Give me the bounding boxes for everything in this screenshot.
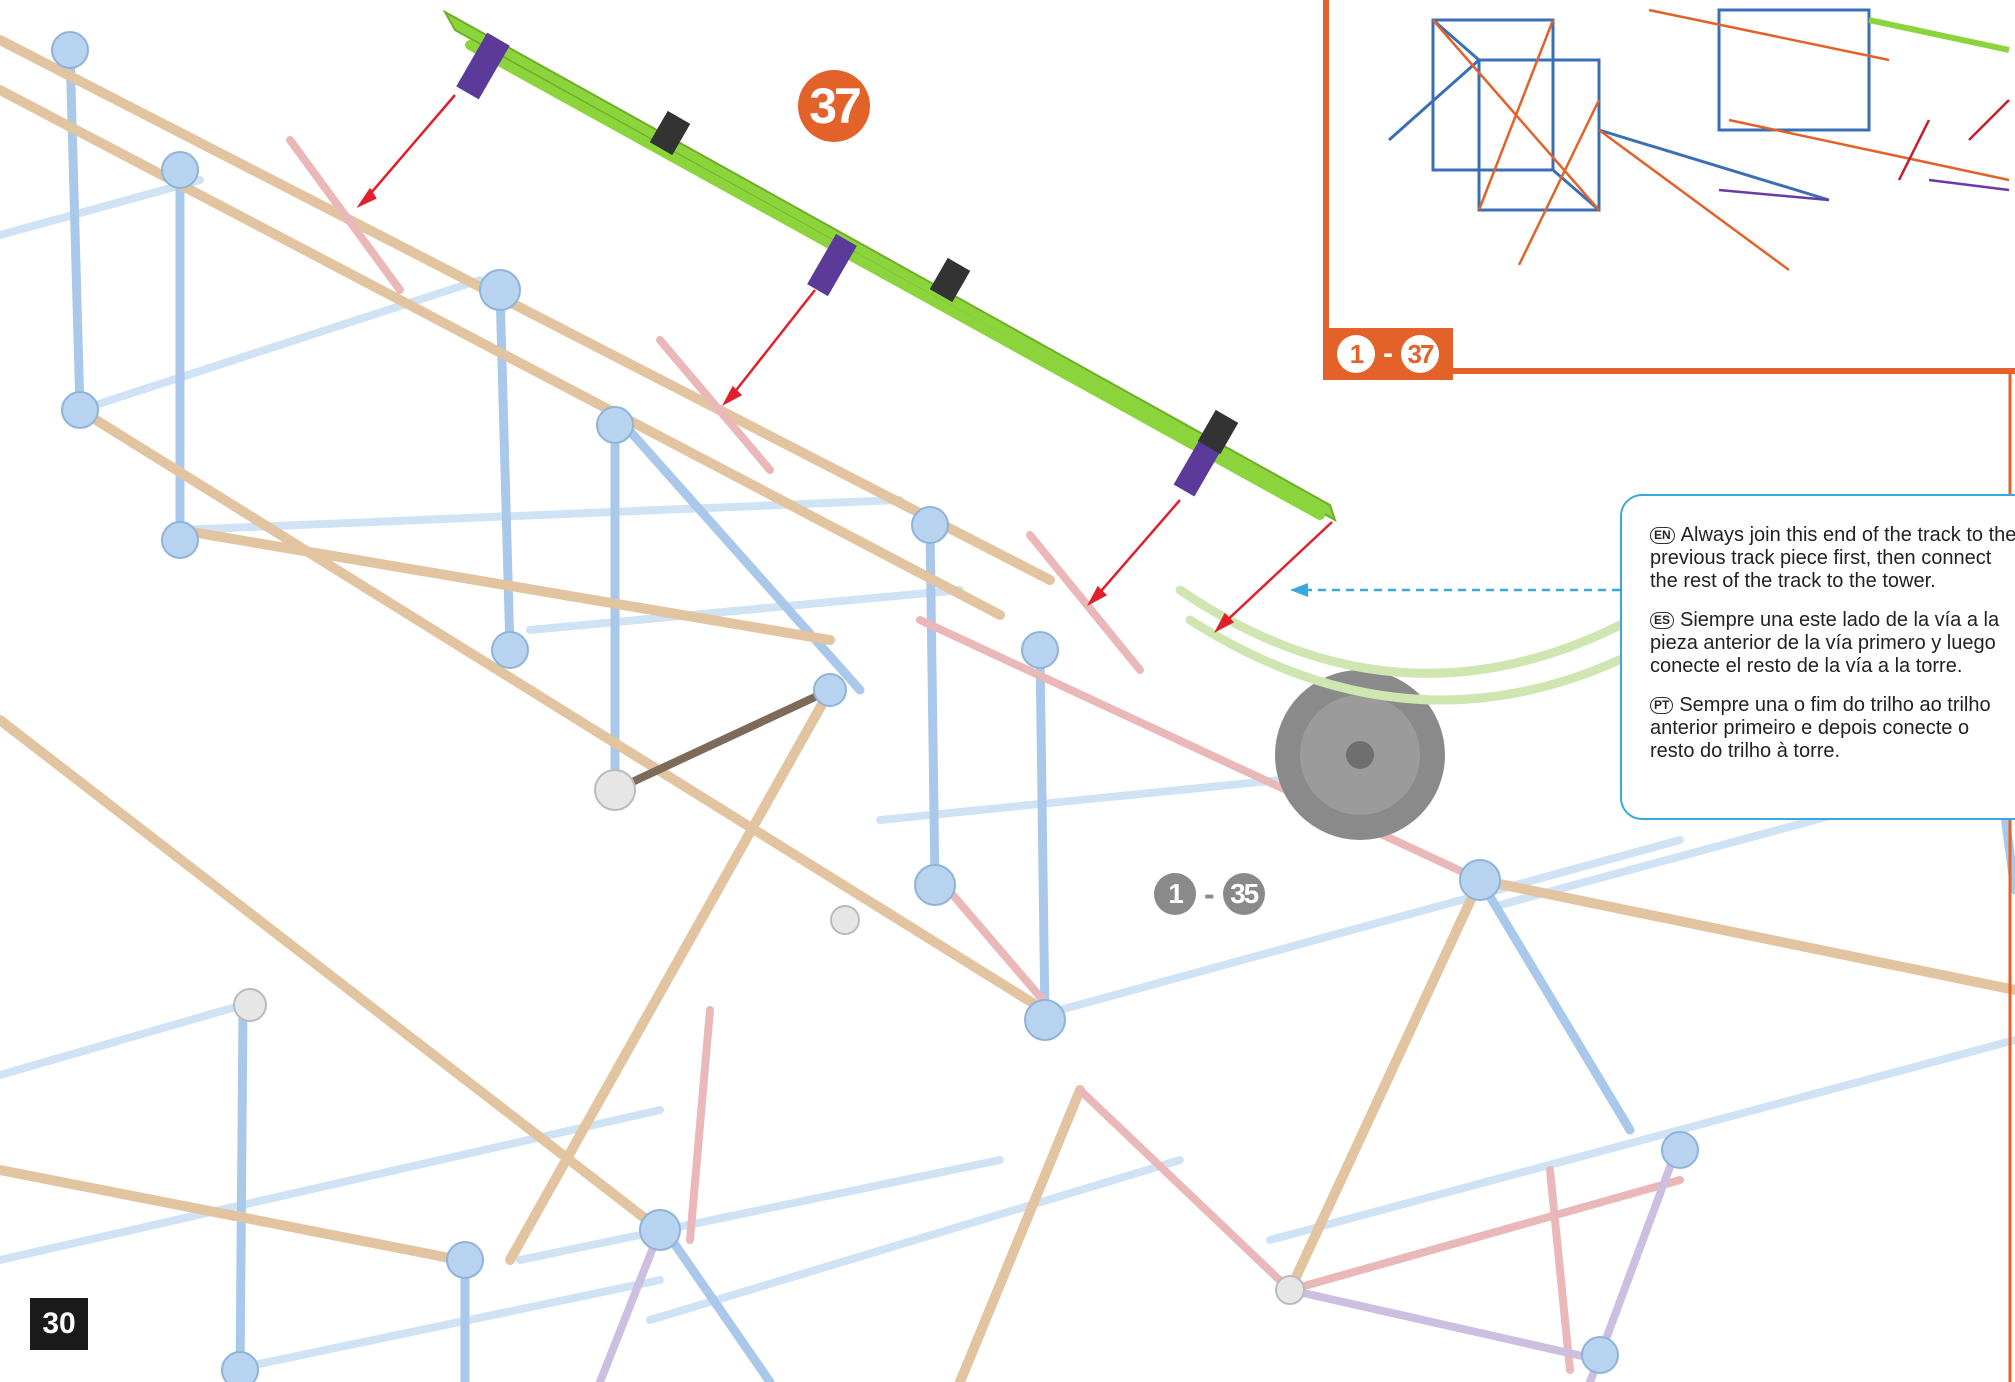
note-en-text: Always join this end of the track to the…: [1650, 524, 2015, 592]
prior-steps-marker: 1 - 35: [1154, 871, 1265, 917]
reference-range-start: 1: [1337, 335, 1375, 373]
note-pt-text: Sempre una o fim do trilho ao trilho ant…: [1650, 694, 1991, 762]
reference-model-panel: [1323, 0, 2015, 374]
reference-range-dash: -: [1383, 337, 1393, 370]
prior-range-end: 35: [1222, 873, 1265, 915]
lang-tag-en: EN: [1650, 527, 1675, 544]
blue-dashed-arrow-icon: [1290, 583, 1620, 597]
pink-rods: [286, 136, 1684, 1374]
previous-track: [1175, 585, 1635, 705]
brown-rod: [613, 686, 832, 794]
green-track-piece: [442, 9, 1337, 523]
reference-range-end: 37: [1401, 335, 1439, 373]
connectors: [51, 31, 1699, 1382]
background-rods: [0, 176, 2015, 1374]
reference-model-image: [1388, 8, 2010, 272]
prior-range-dash: -: [1204, 876, 1215, 912]
prior-range-start: 1: [1154, 873, 1196, 915]
gear-part: [1275, 670, 1445, 840]
note-es-text: Siempre una este lado de la vía a la pie…: [1650, 609, 2000, 677]
lang-tag-es: ES: [1650, 612, 1675, 629]
page-number: 30: [30, 1298, 88, 1350]
reference-range-label: 1 - 37: [1323, 328, 1453, 380]
gray-connectors: [233, 769, 1305, 1305]
step-number-badge: 37: [798, 70, 870, 142]
red-arrow-icon: [356, 94, 1333, 634]
lang-tag-pt: PT: [1650, 697, 1674, 714]
